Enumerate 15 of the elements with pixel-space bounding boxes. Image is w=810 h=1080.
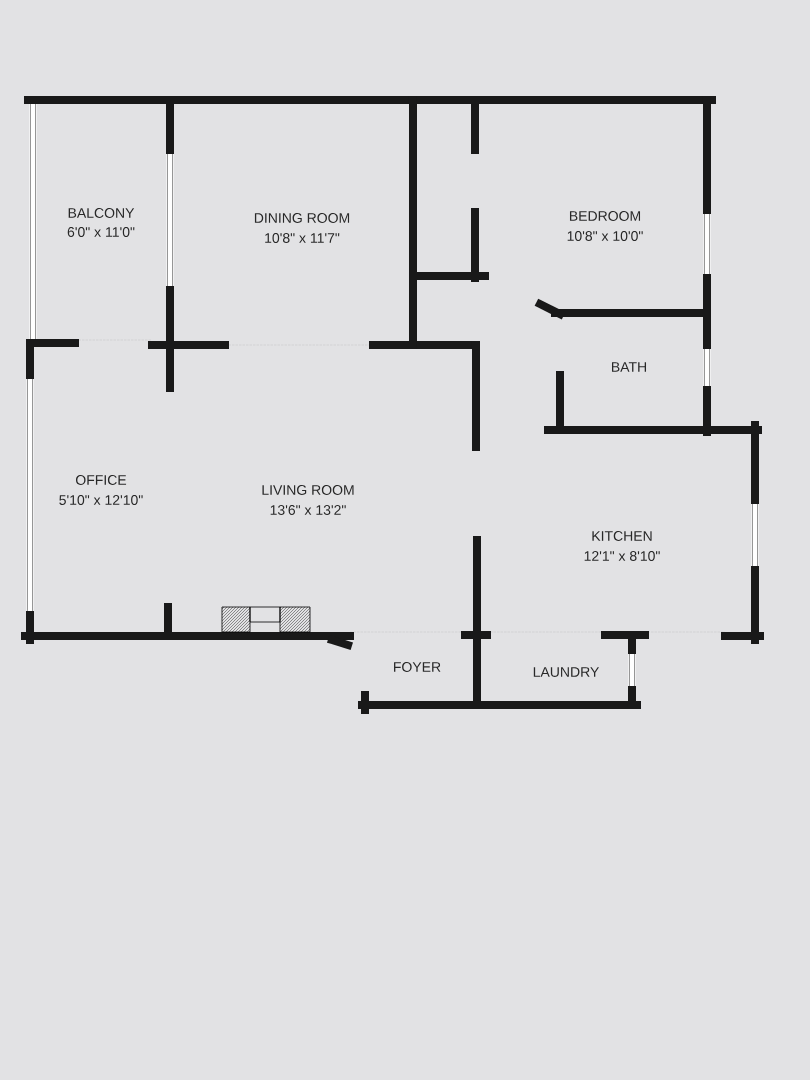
room-name: BATH	[612, 362, 646, 372]
room-name: FOYER	[394, 662, 441, 672]
room-name: DINING ROOM	[254, 213, 350, 223]
room-dimensions: 10'8" x 11'7"	[265, 233, 340, 243]
room-dimensions: 13'6" x 13'2"	[270, 505, 346, 515]
room-dimensions: 10'8" x 10'0"	[567, 231, 643, 241]
room-name: KITCHEN	[592, 531, 652, 541]
room-name: BEDROOM	[569, 211, 641, 221]
room-dimensions: 12'1" x 8'10"	[584, 551, 660, 561]
room-name: OFFICE	[76, 475, 127, 485]
room-dimensions: 5'10" x 12'10"	[59, 495, 143, 505]
room-name: LAUNDRY	[533, 667, 599, 677]
room-name: LIVING ROOM	[262, 485, 354, 495]
room-dimensions: 6'0" x 11'0"	[67, 227, 135, 237]
room-name: BALCONY	[68, 208, 135, 218]
